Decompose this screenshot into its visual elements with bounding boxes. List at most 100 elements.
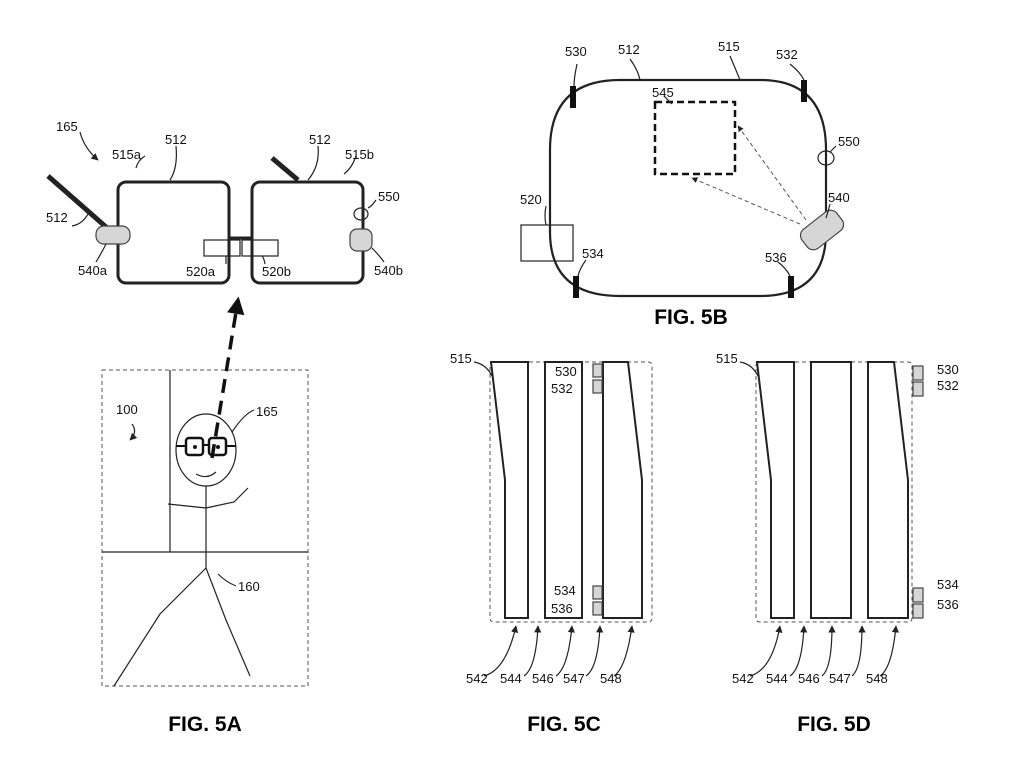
user-eye-left: [193, 445, 197, 449]
label-532-5b: 532: [776, 47, 798, 62]
layer-548-5d: [867, 361, 909, 619]
label-530-5d: 530: [937, 362, 959, 377]
label-515-5c: 515: [450, 351, 472, 366]
label-546-5c: 546: [532, 671, 554, 686]
fig-5c: 515 530 532 534 536 542 544 546 547 548 …: [450, 351, 653, 736]
leader-544-5d: [789, 625, 808, 677]
user-figure: [113, 413, 251, 687]
coupler-530: [592, 363, 603, 378]
leader-544-5c: [523, 625, 542, 677]
label-536-5b: 536: [765, 250, 787, 265]
label-532-5c: 532: [551, 381, 573, 396]
camera-540-icon: [799, 209, 845, 251]
leader-545: [663, 95, 673, 105]
leader-546-5c: [555, 625, 575, 677]
view-ray-upper: [737, 125, 807, 221]
coupler-532: [592, 379, 603, 394]
label-547-5d: 547: [829, 671, 851, 686]
label-550-5a: 550: [378, 189, 400, 204]
label-160: 160: [238, 579, 260, 594]
leader-542-5d: [749, 625, 783, 677]
label-536-5d: 536: [937, 597, 959, 612]
label-546-5d: 546: [798, 671, 820, 686]
user-arm-left: [167, 503, 207, 509]
label-100: 100: [116, 402, 138, 417]
label-534-5b: 534: [582, 246, 604, 261]
leader-512-temple: [71, 209, 91, 227]
label-540-5b: 540: [828, 190, 850, 205]
display-520-box: [520, 224, 574, 262]
leader-530-5b: [573, 63, 578, 87]
user-eye-right: [216, 445, 220, 449]
corner-534: [573, 276, 579, 298]
label-165-glasses: 165: [56, 119, 78, 134]
user-leg-left: [113, 567, 207, 687]
display-region-545: [653, 100, 737, 176]
label-550-5b: 550: [838, 134, 860, 149]
label-545: 545: [652, 85, 674, 100]
zoom-arrow: [210, 296, 245, 459]
label-520-5b: 520: [520, 192, 542, 207]
layer-548: [602, 361, 643, 619]
label-540b: 540b: [374, 263, 403, 278]
label-548-5c: 548: [600, 671, 622, 686]
label-515-5d: 515: [716, 351, 738, 366]
label-540a: 540a: [78, 263, 108, 278]
leader-540a: [95, 243, 107, 263]
camera-right-icon: [349, 228, 373, 252]
layer-542: [489, 361, 529, 619]
fig-5a: 165 512 515a 512 515b 550 512 540a 520a …: [46, 119, 403, 736]
leader-515-5d: [739, 361, 759, 377]
label-534-5d: 534: [937, 577, 959, 592]
label-534-5c: 534: [554, 583, 576, 598]
leader-542-5c: [483, 625, 519, 677]
display-left: [203, 239, 241, 257]
label-542-5c: 542: [466, 671, 488, 686]
label-544-5c: 544: [500, 671, 522, 686]
sensor-550-icon: [817, 150, 835, 166]
corner-532: [801, 80, 807, 102]
coupler-530-5d: [912, 365, 924, 381]
leader-520-5b: [544, 205, 547, 226]
lens-outline: [548, 78, 828, 298]
glasses-device: [46, 156, 373, 285]
label-544-5d: 544: [766, 671, 788, 686]
label-530-5b: 530: [565, 44, 587, 59]
label-512-temple: 512: [46, 210, 68, 225]
label-542-5d: 542: [732, 671, 754, 686]
user-arm-right: [205, 487, 249, 509]
leader-547-5d: [851, 625, 866, 677]
leader-512-5b: [629, 58, 641, 81]
label-515-5b: 515: [718, 39, 740, 54]
temple-arm-left: [46, 174, 116, 236]
view-ray-lower: [691, 177, 801, 225]
corner-536: [788, 276, 794, 298]
leader-100: [129, 423, 138, 441]
sensor-icon: [353, 207, 369, 221]
label-512-right: 512: [309, 132, 331, 147]
label-515b: 515b: [345, 147, 374, 162]
label-548-5d: 548: [866, 671, 888, 686]
leader-515-5c: [473, 361, 493, 377]
coupler-536: [592, 601, 603, 616]
user-leg-right: [205, 567, 251, 677]
coupler-536-5d: [912, 603, 924, 619]
label-536-5c: 536: [551, 601, 573, 616]
layer-542-5d: [755, 361, 795, 619]
leader-160: [217, 573, 237, 587]
leader-548-5c: [613, 625, 635, 677]
label-547-5c: 547: [563, 671, 585, 686]
label-520a: 520a: [186, 264, 216, 279]
coupler-534-5d: [912, 587, 924, 603]
label-515a: 515a: [112, 147, 142, 162]
caption-fig-5b: FIG. 5B: [654, 306, 728, 329]
leader-515b: [343, 155, 357, 175]
leader-547-5c: [585, 625, 604, 677]
user-mouth: [195, 471, 217, 478]
display-right: [241, 239, 279, 257]
label-520b: 520b: [262, 264, 291, 279]
leader-536-5b: [777, 261, 791, 277]
leader-550-5b: [829, 145, 837, 153]
label-165-user: 165: [256, 404, 278, 419]
